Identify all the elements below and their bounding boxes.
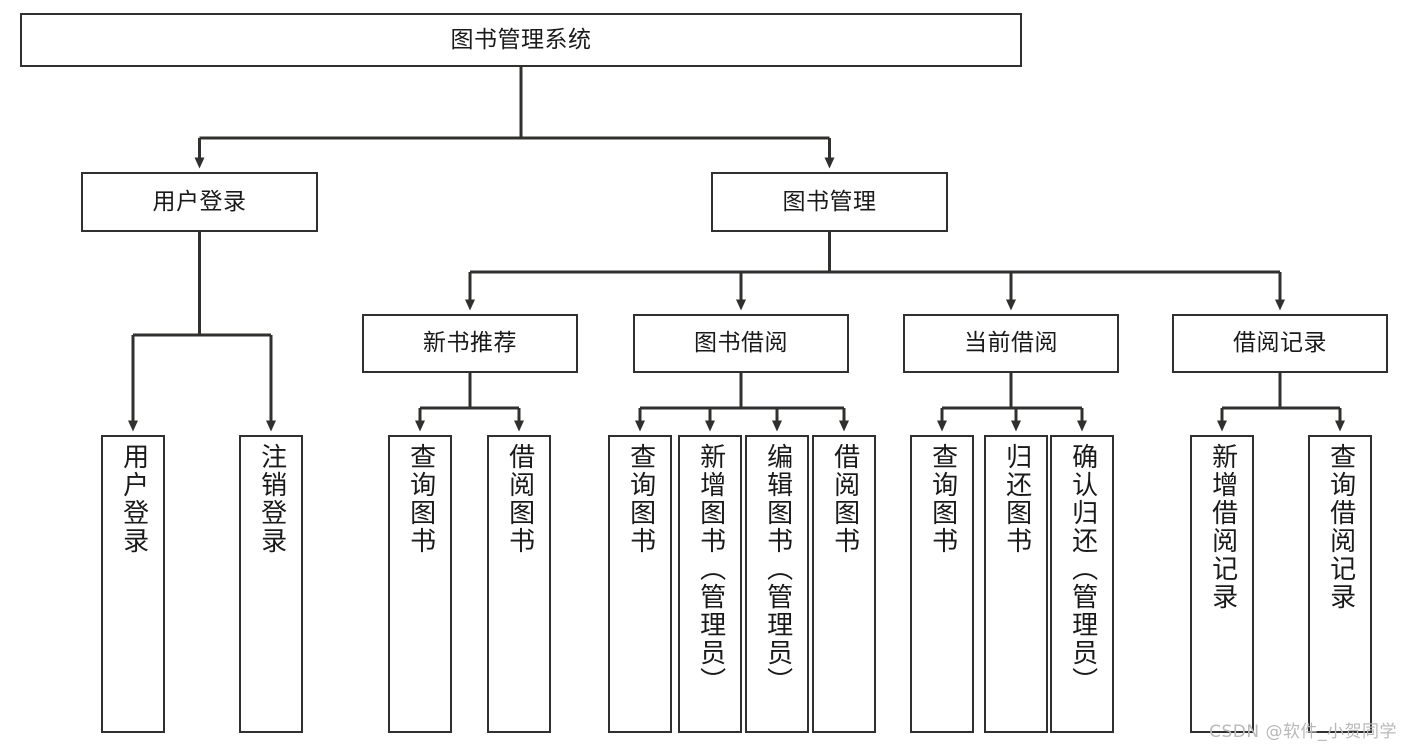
node-leaf-bo-edit[interactable]: 编辑图书（管理员） (745, 435, 809, 733)
watermark-label: CSDN @软件_小贺同学 (1209, 722, 1397, 742)
node-borrow[interactable]: 图书借阅 (633, 314, 849, 373)
node-label: 用户登录 (118, 443, 149, 555)
node-label: 注销登录 (256, 443, 287, 555)
node-leaf-login[interactable]: 用户登录 (101, 435, 165, 733)
node-leaf-nb-borrow[interactable]: 借阅图书 (487, 435, 551, 733)
node-newbook[interactable]: 新书推荐 (362, 314, 578, 373)
node-leaf-nb-query[interactable]: 查询图书 (388, 435, 452, 733)
node-label: 查询图书 (927, 443, 958, 555)
node-label: 图书借阅 (694, 330, 788, 356)
node-label: 查询图书 (625, 443, 656, 555)
node-leaf-bo-add[interactable]: 新增图书（管理员） (678, 435, 742, 733)
node-root[interactable]: 图书管理系统 (20, 13, 1022, 67)
node-leaf-bo-query[interactable]: 查询图书 (608, 435, 672, 733)
node-leaf-cu-return[interactable]: 归还图书 (984, 435, 1048, 733)
node-current[interactable]: 当前借阅 (903, 314, 1119, 373)
node-label: 新增借阅记录 (1207, 443, 1238, 611)
node-label: 借阅图书 (829, 443, 860, 555)
node-leaf-logout[interactable]: 注销登录 (239, 435, 303, 733)
node-records[interactable]: 借阅记录 (1172, 314, 1388, 373)
node-leaf-re-add[interactable]: 新增借阅记录 (1190, 435, 1254, 733)
node-label: 新增图书（管理员） (695, 443, 726, 695)
node-label: 当前借阅 (964, 330, 1058, 356)
node-label: 确认归还（管理员） (1067, 443, 1098, 695)
node-label: 新书推荐 (423, 330, 517, 356)
node-label: 归还图书 (1001, 443, 1032, 555)
node-leaf-cu-query[interactable]: 查询图书 (910, 435, 974, 733)
node-leaf-bo-lend[interactable]: 借阅图书 (812, 435, 876, 733)
node-leaf-cu-conf[interactable]: 确认归还（管理员） (1050, 435, 1114, 733)
node-label: 借阅图书 (504, 443, 535, 555)
node-label: 查询借阅记录 (1325, 443, 1356, 611)
node-label: 借阅记录 (1233, 330, 1327, 356)
node-label: 图书管理系统 (450, 26, 592, 53)
node-label: 用户登录 (152, 188, 247, 215)
node-login[interactable]: 用户登录 (81, 172, 318, 232)
node-label: 查询图书 (405, 443, 436, 555)
node-label: 编辑图书（管理员） (762, 443, 793, 695)
node-bookmgmt[interactable]: 图书管理 (711, 172, 948, 232)
node-label: 图书管理 (782, 188, 877, 215)
node-leaf-re-query[interactable]: 查询借阅记录 (1308, 435, 1372, 733)
